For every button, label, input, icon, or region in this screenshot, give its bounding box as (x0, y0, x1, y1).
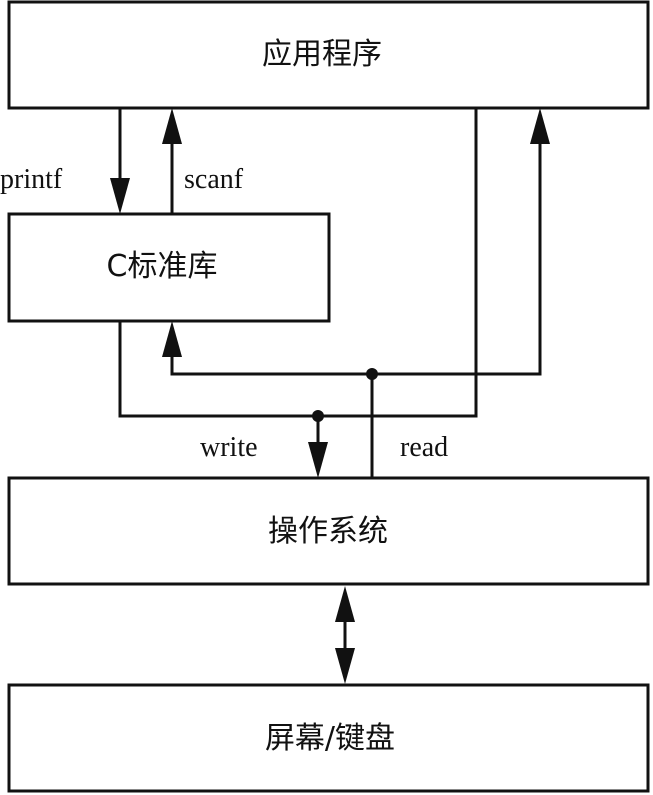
read-junction-dot (366, 368, 378, 380)
read-arrowhead-c-library (162, 321, 182, 357)
os-device-arrowhead-down (335, 648, 355, 684)
write-path (118, 108, 478, 418)
printf-label: printf (0, 164, 63, 195)
write-junction-dot (312, 410, 324, 422)
operating-system-box (7, 476, 650, 586)
read-path (170, 142, 542, 376)
screen-keyboard-label: 屏幕/键盘 (265, 721, 395, 756)
c-library-box (7, 212, 331, 323)
os-device-arrowhead-up (335, 586, 355, 622)
application-box (7, 0, 650, 110)
screen-keyboard-box (7, 683, 650, 793)
write-arrowhead (308, 442, 328, 478)
printf-arrowhead (110, 178, 130, 214)
read-arrowhead-application (530, 108, 550, 144)
c-library-label: C标准库 (107, 249, 218, 284)
scanf-arrowhead (162, 108, 182, 144)
write-label: write (200, 432, 258, 463)
read-label: read (400, 432, 448, 463)
operating-system-label: 操作系统 (268, 514, 388, 549)
scanf-label: scanf (184, 164, 244, 195)
application-label: 应用程序 (262, 37, 382, 72)
